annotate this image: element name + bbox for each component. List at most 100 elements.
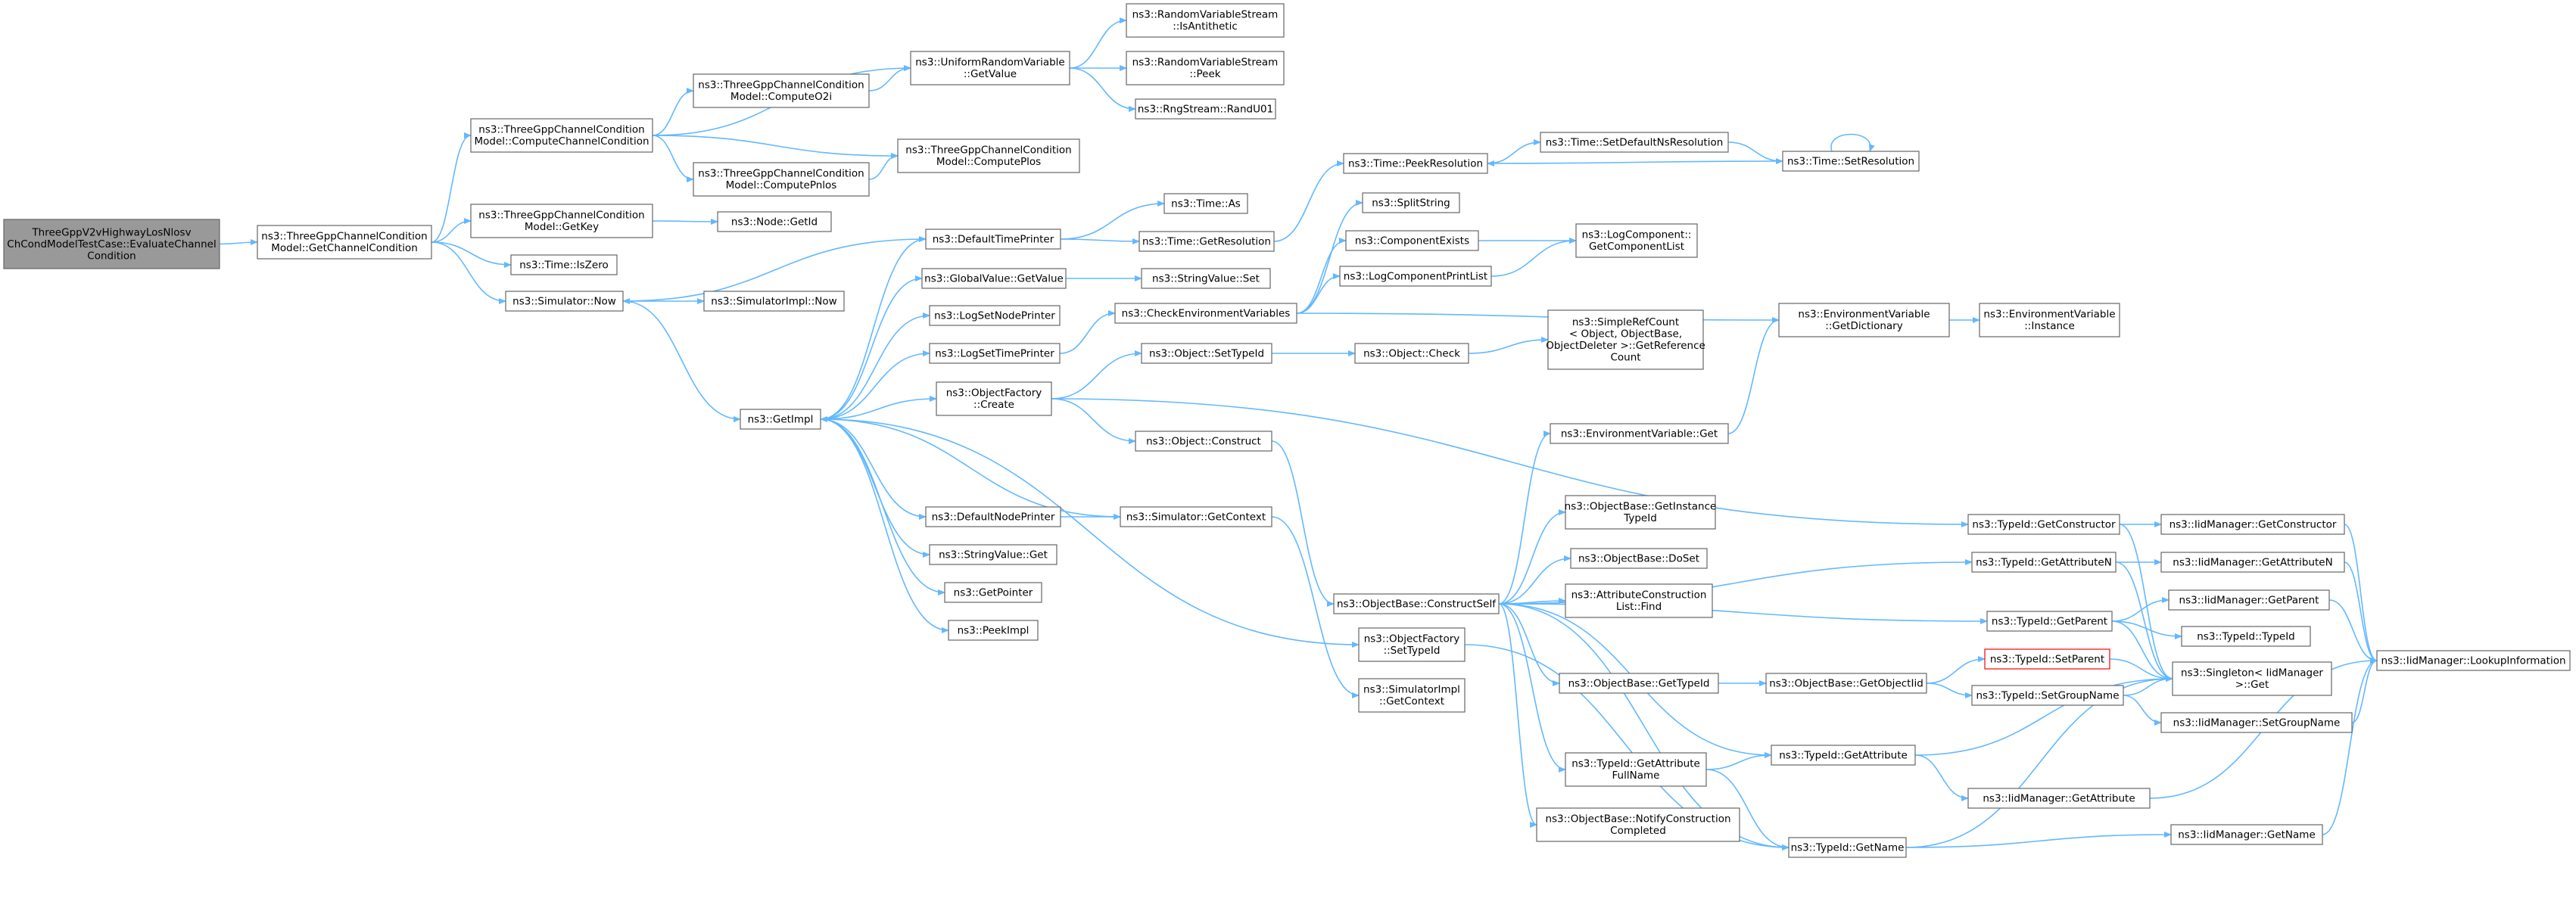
node-compute-pnlos[interactable]: ns3::ThreeGppChannelConditionModel::Comp… [693, 162, 870, 197]
node-string-value-get[interactable]: ns3::StringValue::Get [929, 544, 1057, 565]
node-simulator-get-context[interactable]: ns3::Simulator::GetContext [1120, 506, 1272, 527]
node-type-id-type-id[interactable]: ns3::TypeId::TypeId [2181, 626, 2311, 647]
node-node-get-id[interactable]: ns3::Node::GetId [717, 211, 832, 232]
node-box [1782, 151, 1920, 172]
node-iid-get-name[interactable]: ns3::IidManager::GetName [2170, 824, 2323, 845]
node-simple-ref-count[interactable]: ns3::SimpleRefCount< Object, ObjectBase,… [1546, 309, 1705, 370]
node-object-factory-set-type-id[interactable]: ns3::ObjectFactory::SetTypeId [1358, 627, 1466, 662]
node-log-component-print-list[interactable]: ns3::LogComponentPrintList [1339, 266, 1492, 287]
node-iid-get-parent[interactable]: ns3::IidManager::GetParent [2168, 589, 2330, 611]
node-singleton-get[interactable]: ns3::Singleton< IidManager>::Get [2172, 661, 2332, 696]
edge-get-impl-to-peek-impl [820, 418, 949, 633]
node-default-time-printer[interactable]: ns3::DefaultTimePrinter [925, 229, 1061, 250]
node-compute-o2i[interactable]: ns3::ThreeGppChannelConditionModel::Comp… [693, 73, 870, 108]
node-is-antithetic[interactable]: ns3::RandomVariableStream::IsAntithetic [1126, 3, 1285, 38]
edge-get-impl-to-default-node-printer [820, 418, 927, 520]
node-time-set-default-ns-resolution[interactable]: ns3::Time::SetDefaultNsResolution [1540, 132, 1729, 153]
node-compute-plos[interactable]: ns3::ThreeGppChannelConditionModel::Comp… [897, 138, 1080, 173]
node-iid-get-constructor[interactable]: ns3::IidManager::GetConstructor [2160, 514, 2345, 535]
node-global-value-get-value[interactable]: ns3::GlobalValue::GetValue [921, 268, 1067, 289]
node-compute-channel-condition[interactable]: ns3::ThreeGppChannelConditionModel::Comp… [470, 118, 653, 153]
node-type-id-set-group-name[interactable]: ns3::TypeId::SetGroupName [1971, 685, 2124, 706]
node-sim-impl-get-context[interactable]: ns3::SimulatorImpl::GetContext [1358, 678, 1466, 713]
edge-object-base-get-object-iid-to-type-id-set-group-name [1926, 682, 1973, 698]
node-label-line: ns3::Time::IsZero [519, 259, 609, 271]
node-time-as[interactable]: ns3::Time::As [1163, 193, 1248, 214]
node-iid-get-attribute[interactable]: ns3::IidManager::GetAttribute [1967, 788, 2151, 809]
node-type-id-get-constructor[interactable]: ns3::TypeId::GetConstructor [1967, 514, 2120, 535]
node-simulator-now[interactable]: ns3::Simulator::Now [505, 291, 624, 312]
edge-get-impl-to-global-value-get-value [820, 275, 923, 420]
node-object-construct[interactable]: ns3::Object::Construct [1135, 431, 1272, 452]
edge-get-impl-to-get-pointer [820, 418, 945, 595]
edge-get-channel-condition-to-time-is-zero [431, 241, 512, 268]
node-rand-u01[interactable]: ns3::RngStream::RandU01 [1135, 98, 1276, 120]
node-object-factory-create[interactable]: ns3::ObjectFactory::Create [936, 381, 1052, 416]
node-get-pointer[interactable]: ns3::GetPointer [944, 582, 1042, 603]
node-default-node-printer[interactable]: ns3::DefaultNodePrinter [925, 506, 1061, 527]
node-env-var-get[interactable]: ns3::EnvironmentVariable::Get [1550, 423, 1729, 444]
node-type-id-get-attribute[interactable]: ns3::TypeId::GetAttribute [1771, 745, 1916, 766]
node-string-value-set[interactable]: ns3::StringValue::Set [1141, 268, 1271, 289]
node-object-check[interactable]: ns3::Object::Check [1354, 343, 1469, 364]
node-box [2160, 514, 2345, 535]
edge-compute-pnlos-to-compute-plos [868, 153, 899, 180]
node-label-line: ObjectDeleter >::GetReference [1546, 340, 1705, 352]
node-iid-lookup-information[interactable]: ns3::IidManager::LookupInformation [2376, 650, 2571, 671]
edge-get-channel-condition-to-get-key [431, 218, 472, 243]
node-time-set-resolution[interactable]: ns3::Time::SetResolution [1782, 151, 1920, 172]
edge-default-time-printer-to-time-as [1060, 201, 1165, 240]
node-label-line: ns3::ObjectBase::GetTypeId [1568, 677, 1710, 689]
node-component-exists[interactable]: ns3::ComponentExists [1345, 230, 1479, 251]
node-get-channel-condition[interactable]: ns3::ThreeGppChannelConditionModel::GetC… [257, 225, 432, 260]
node-root[interactable]: ThreeGppV2vHighwayLosNlosvChCondModelTes… [3, 219, 220, 269]
node-get-key[interactable]: ns3::ThreeGppChannelConditionModel::GetK… [470, 204, 653, 238]
edge-type-id-set-parent-to-singleton-get [2109, 658, 2173, 682]
node-check-env-vars[interactable]: ns3::CheckEnvironmentVariables [1114, 303, 1297, 324]
node-object-base-construct-self[interactable]: ns3::ObjectBase::ConstructSelf [1333, 593, 1500, 614]
node-iid-set-group-name[interactable]: ns3::IidManager::SetGroupName [2160, 712, 2353, 733]
edge-time-peek-resolution-to-time-set-default-ns-resolution [1487, 139, 1541, 164]
node-type-id-get-parent[interactable]: ns3::TypeId::GetParent [1986, 611, 2113, 632]
node-box [929, 343, 1061, 364]
node-log-set-time-printer[interactable]: ns3::LogSetTimePrinter [929, 343, 1061, 364]
node-log-component-get-list[interactable]: ns3::LogComponent::GetComponentList [1575, 223, 1698, 258]
node-label-line: Model::ComputeChannelCondition [474, 135, 649, 148]
edge-iid-get-name-to-iid-lookup-information [2322, 658, 2378, 835]
node-log-set-node-printer[interactable]: ns3::LogSetNodePrinter [929, 305, 1061, 326]
node-type-id-get-attribute-n[interactable]: ns3::TypeId::GetAttributeN [1971, 552, 2117, 573]
node-label-line: ns3::Time::As [1171, 197, 1241, 210]
node-env-var-get-dictionary[interactable]: ns3::EnvironmentVariable::GetDictionary [1778, 303, 1950, 337]
node-box [2160, 712, 2353, 733]
node-sim-impl-now[interactable]: ns3::SimulatorImpl::Now [703, 291, 845, 312]
node-iid-get-attribute-n[interactable]: ns3::IidManager::GetAttributeN [2160, 552, 2345, 573]
node-type-id-get-name[interactable]: ns3::TypeId::GetName [1788, 837, 1907, 858]
node-split-string[interactable]: ns3::SplitString [1362, 192, 1460, 213]
node-type-id-set-parent[interactable]: ns3::TypeId::SetParent [1984, 648, 2110, 670]
node-object-set-type-id[interactable]: ns3::Object::SetTypeId [1141, 343, 1272, 364]
node-object-base-do-set[interactable]: ns3::ObjectBase::DoSet [1570, 548, 1708, 569]
node-box [3, 219, 220, 269]
node-uniform-get-value[interactable]: ns3::UniformRandomVariable::GetValue [910, 51, 1070, 86]
node-object-base-get-object-iid[interactable]: ns3::ObjectBase::GetObjectIid [1765, 673, 1927, 694]
node-box [1565, 583, 1713, 618]
node-get-impl[interactable]: ns3::GetImpl [740, 409, 821, 430]
node-box [1135, 431, 1272, 452]
node-peek-impl[interactable]: ns3::PeekImpl [948, 620, 1039, 641]
node-time-get-resolution[interactable]: ns3::Time::GetResolution [1138, 231, 1275, 252]
node-env-var-instance[interactable]: ns3::EnvironmentVariable::Instance [1979, 303, 2120, 337]
node-peek[interactable]: ns3::RandomVariableStream::Peek [1126, 51, 1285, 86]
node-notify-construction-completed[interactable]: ns3::ObjectBase::NotifyConstructionCompl… [1536, 807, 1740, 842]
node-box [1570, 548, 1708, 569]
node-time-peek-resolution[interactable]: ns3::Time::PeekResolution [1343, 153, 1488, 174]
edge-get-impl-to-string-value-get [820, 418, 930, 558]
node-label-line: ns3::TypeId::GetAttribute [1571, 758, 1700, 770]
edge-object-factory-create-to-type-id-get-constructor [1051, 398, 1969, 527]
node-time-is-zero[interactable]: ns3::Time::IsZero [510, 254, 618, 275]
node-box [1345, 230, 1479, 251]
node-object-base-get-type-id[interactable]: ns3::ObjectBase::GetTypeId [1559, 673, 1719, 694]
edge-simulator-get-context-to-sim-impl-get-context [1271, 516, 1360, 698]
